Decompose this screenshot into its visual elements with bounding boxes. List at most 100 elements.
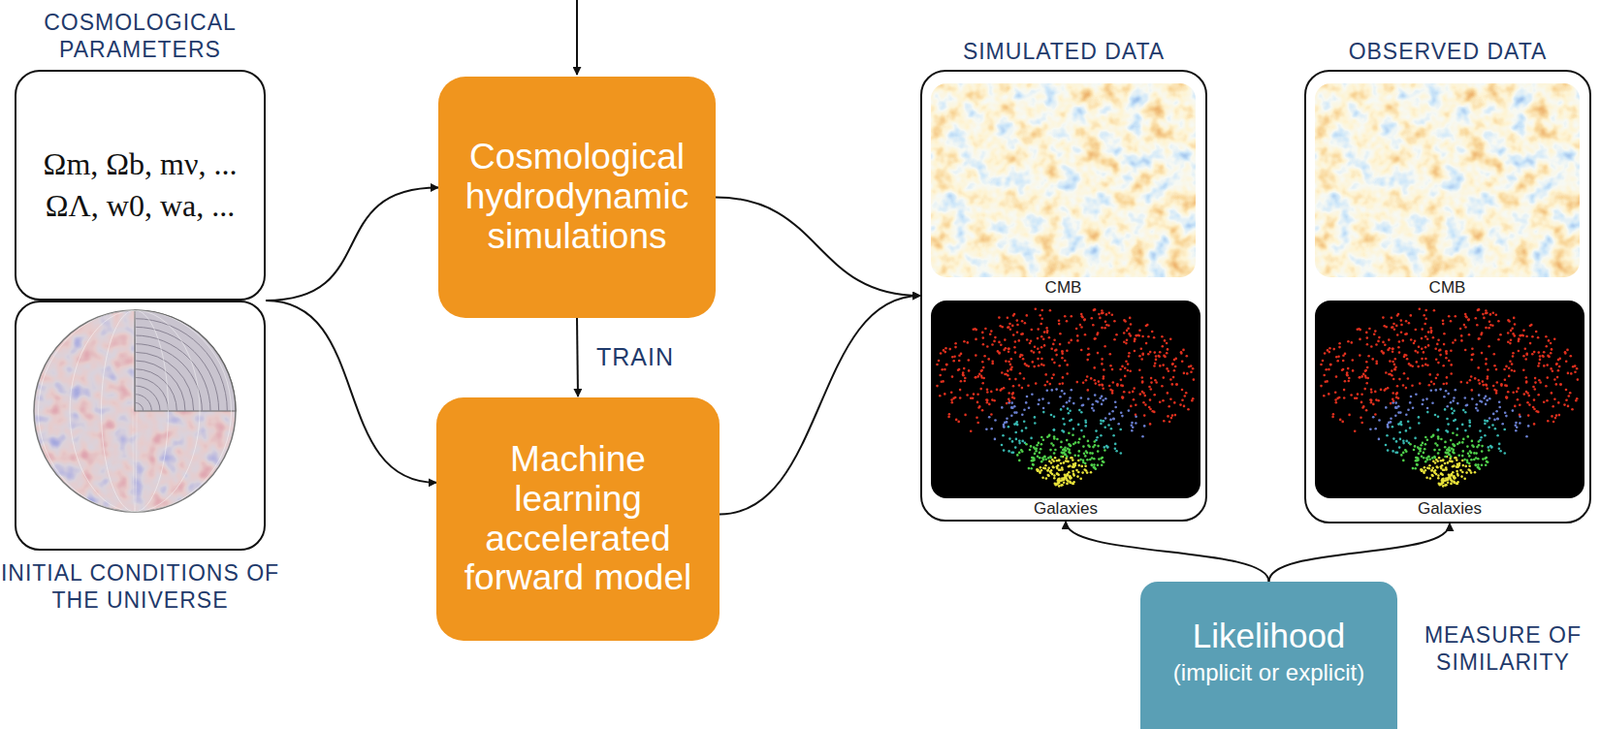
galaxy-dot bbox=[943, 392, 947, 396]
galaxy-dot bbox=[1008, 322, 1012, 326]
galaxy-dot bbox=[1412, 342, 1416, 346]
galaxy-dot bbox=[1048, 336, 1052, 340]
data-panel: CMB bbox=[1314, 83, 1580, 303]
galaxy-dot bbox=[1083, 318, 1087, 321]
galaxy-dot bbox=[1116, 384, 1120, 387]
galaxy-dot bbox=[1438, 456, 1441, 460]
galaxy-dot bbox=[1445, 417, 1449, 421]
galaxy-dot bbox=[1322, 374, 1326, 378]
galaxy-dot bbox=[1342, 368, 1345, 372]
galaxy-dot bbox=[1475, 323, 1479, 327]
galaxy-dot bbox=[986, 390, 990, 394]
galaxy-dot bbox=[1068, 396, 1072, 400]
galaxy-dot bbox=[1076, 381, 1080, 384]
galaxy-dot bbox=[1553, 397, 1557, 401]
galaxy-dot bbox=[1481, 380, 1485, 384]
galaxy-dot bbox=[1057, 479, 1061, 482]
galaxy-dot bbox=[1391, 360, 1395, 364]
galaxy-dot bbox=[1038, 351, 1042, 354]
galaxy-dot bbox=[1522, 354, 1526, 358]
galaxy-dot bbox=[1411, 407, 1415, 411]
galaxy-dot bbox=[1384, 371, 1388, 375]
galaxy-dot bbox=[1484, 357, 1488, 361]
galaxy-dot bbox=[1171, 383, 1175, 386]
galaxy-dot bbox=[1441, 322, 1445, 326]
galaxy-dot bbox=[1025, 314, 1029, 318]
galaxy-dot bbox=[986, 345, 990, 349]
galaxy-dot bbox=[1088, 458, 1092, 462]
galaxy-dot bbox=[1090, 407, 1094, 411]
galaxy-dot bbox=[1060, 352, 1064, 356]
galaxy-dot bbox=[1095, 333, 1099, 337]
galaxy-dot bbox=[1039, 322, 1043, 326]
galaxy-dot bbox=[1452, 410, 1456, 414]
galaxy-dot bbox=[1158, 351, 1162, 354]
galaxy-dot bbox=[937, 359, 941, 363]
galaxy-dot bbox=[981, 360, 985, 364]
galaxy-dot bbox=[1108, 413, 1112, 416]
galaxy-dot bbox=[1332, 413, 1336, 416]
galaxy-dot bbox=[1167, 405, 1171, 409]
galaxy-dot bbox=[1057, 479, 1061, 482]
galaxy-dot bbox=[1377, 438, 1381, 442]
galaxy-dot bbox=[1080, 396, 1084, 400]
galaxy-dot bbox=[1006, 316, 1010, 320]
galaxy-dot bbox=[1100, 384, 1104, 387]
galaxy-dot bbox=[1112, 434, 1116, 438]
galaxy-dot bbox=[1474, 451, 1478, 455]
galaxy-dot bbox=[1150, 381, 1153, 384]
galaxy-dot bbox=[1007, 360, 1011, 364]
galaxy-dot bbox=[1542, 364, 1546, 368]
galaxy-dot bbox=[1503, 368, 1506, 372]
galaxy-dot bbox=[1487, 426, 1491, 430]
galaxy-dot bbox=[1096, 352, 1100, 355]
galaxy-dot bbox=[1554, 416, 1558, 420]
galaxy-dot bbox=[1395, 440, 1399, 444]
galaxy-dot bbox=[1380, 350, 1384, 353]
galaxy-dot bbox=[1534, 387, 1537, 391]
galaxy-dot bbox=[1067, 450, 1071, 454]
grid-line bbox=[101, 310, 169, 512]
galaxy-dot bbox=[1130, 429, 1134, 433]
galaxy-dot bbox=[1141, 352, 1145, 356]
galaxy-dot bbox=[1505, 396, 1509, 400]
galaxy-dot bbox=[1100, 362, 1104, 366]
galaxy-dot bbox=[1042, 438, 1046, 442]
galaxy-dot bbox=[1018, 339, 1022, 343]
galaxy-dot bbox=[1408, 426, 1412, 430]
galaxy-dot bbox=[1446, 480, 1450, 484]
galaxy-dot bbox=[1441, 479, 1445, 482]
galaxy-dot bbox=[1387, 373, 1391, 377]
galaxy-dot bbox=[971, 396, 975, 400]
galaxy-dot bbox=[1441, 479, 1445, 482]
galaxy-dot bbox=[1471, 388, 1474, 392]
galaxy-dot bbox=[1390, 374, 1394, 378]
galaxy-dot bbox=[1033, 345, 1037, 349]
galaxy-dot bbox=[1083, 319, 1087, 322]
galaxy-dot bbox=[1449, 320, 1453, 323]
galaxy-dot bbox=[1181, 359, 1184, 363]
galaxy-dot bbox=[1007, 391, 1011, 395]
galaxy-dot bbox=[1047, 466, 1051, 470]
galaxy-dot bbox=[1534, 377, 1537, 381]
galaxy-dot bbox=[951, 375, 955, 379]
galaxy-dot bbox=[981, 409, 985, 413]
galaxy-dot bbox=[1402, 339, 1406, 343]
galaxy-dot bbox=[1179, 403, 1183, 407]
galaxy-dot bbox=[1366, 336, 1370, 340]
galaxy-dot bbox=[1463, 323, 1467, 327]
galaxy-dot bbox=[1487, 448, 1491, 452]
galaxy-dot bbox=[1111, 410, 1115, 414]
galaxy-dot bbox=[1053, 474, 1056, 478]
galaxy-dot bbox=[1471, 347, 1474, 351]
galaxy-dot bbox=[999, 344, 1003, 348]
galaxy-dot bbox=[1484, 464, 1488, 468]
cmb-map bbox=[930, 83, 1196, 278]
galaxy-dot bbox=[1525, 335, 1529, 339]
galaxy-dot bbox=[1058, 395, 1062, 399]
galaxy-dot bbox=[1022, 357, 1025, 361]
galaxy-dot bbox=[1372, 416, 1376, 419]
galaxy-dot bbox=[1398, 378, 1402, 382]
galaxy-dot bbox=[1042, 407, 1046, 411]
galaxy-dot bbox=[1450, 460, 1454, 464]
